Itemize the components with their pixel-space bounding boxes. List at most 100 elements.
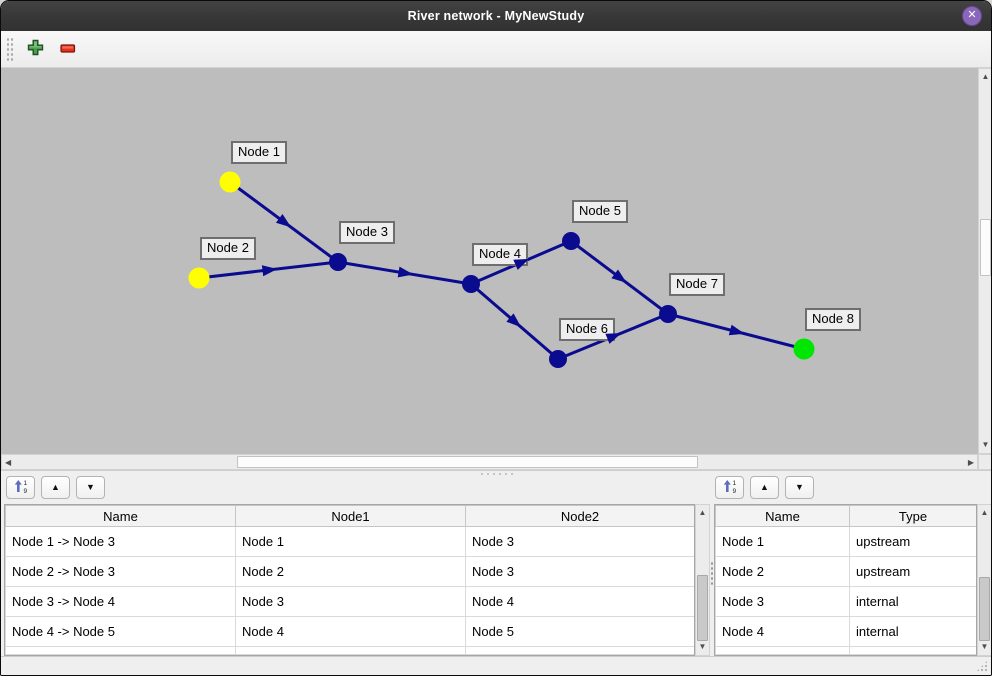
edge-arrowhead-icon — [275, 214, 292, 228]
sort-ascending-icon: 1 9 — [722, 478, 738, 497]
table-row-partial — [715, 646, 976, 655]
scroll-down-icon[interactable]: ▼ — [981, 440, 990, 449]
node-label: Node 1 — [231, 141, 287, 164]
scrollbar-thumb[interactable] — [237, 456, 698, 468]
branches-sort-button[interactable]: 1 9 — [6, 476, 35, 499]
edge-arrowhead-icon — [611, 269, 627, 283]
toolbar-drag-handle[interactable] — [6, 36, 14, 62]
network-node[interactable] — [549, 350, 567, 368]
plus-icon — [27, 39, 44, 59]
canvas-vscrollbar[interactable]: ▲ ▼ — [978, 68, 991, 454]
column-header[interactable]: Node1 — [235, 505, 466, 527]
svg-text:1: 1 — [23, 480, 27, 487]
column-header[interactable]: Name — [715, 505, 850, 527]
nodes-move-down-button[interactable]: ▼ — [785, 476, 814, 499]
up-triangle-icon: ▲ — [760, 482, 769, 492]
nodes-sort-button[interactable]: 1 9 — [715, 476, 744, 499]
close-icon: ✕ — [967, 9, 977, 21]
scrollbar-thumb[interactable] — [980, 219, 991, 276]
table-row-partial — [5, 646, 694, 655]
edge-arrowhead-icon — [397, 266, 414, 278]
minus-icon — [60, 42, 76, 57]
column-header[interactable]: Type — [849, 505, 976, 527]
edge-arrowhead-icon — [506, 313, 522, 328]
network-node[interactable] — [659, 305, 677, 323]
nodes-toolbar: 1 9 ▲ ▼ — [715, 476, 814, 499]
table-cell — [235, 646, 466, 655]
up-triangle-icon: ▲ — [51, 482, 60, 492]
scroll-down-icon[interactable]: ▼ — [698, 642, 707, 651]
titlebar: River network - MyNewStudy ✕ — [1, 1, 991, 32]
table-cell: Node 3 — [465, 556, 694, 587]
scroll-right-icon[interactable]: ▶ — [967, 458, 974, 467]
add-branch-button[interactable] — [22, 36, 48, 62]
edge-arrowhead-icon — [728, 324, 745, 336]
scroll-up-icon[interactable]: ▲ — [698, 508, 707, 517]
edge-arrowhead-icon — [261, 265, 278, 277]
table-cell: upstream — [849, 556, 976, 587]
table-cell: Node 3 — [235, 586, 466, 617]
table-cell: Node 5 — [465, 616, 694, 647]
network-node[interactable] — [219, 171, 241, 193]
resize-grip-icon[interactable] — [976, 660, 988, 672]
scroll-left-icon[interactable]: ◀ — [5, 458, 12, 467]
network-node[interactable] — [462, 275, 480, 293]
nodes-table-vscrollbar[interactable]: ▲ ▼ — [977, 504, 991, 656]
node-label: Node 5 — [572, 200, 628, 223]
node-label: Node 2 — [200, 237, 256, 260]
remove-branch-button[interactable] — [55, 36, 81, 62]
down-triangle-icon: ▼ — [86, 482, 95, 492]
network-node[interactable] — [562, 232, 580, 250]
node-label: Node 7 — [669, 273, 725, 296]
splitter-handle-icon — [479, 472, 513, 475]
table-cell — [715, 646, 850, 655]
scroll-up-icon[interactable]: ▲ — [980, 508, 989, 517]
toolbar — [1, 31, 991, 68]
nodes-move-up-button[interactable]: ▲ — [750, 476, 779, 499]
canvas-hscrollbar[interactable]: ◀ ▶ — [1, 454, 978, 470]
table-cell — [465, 646, 694, 655]
network-arrows-layer — [261, 214, 745, 344]
horizontal-splitter[interactable] — [1, 470, 991, 476]
table-cell: Node 3 -> Node 4 — [5, 586, 236, 617]
edge-arrowhead-icon — [513, 258, 530, 270]
table-cell: Node 1 — [235, 526, 466, 557]
scroll-down-icon[interactable]: ▼ — [980, 642, 989, 651]
network-node[interactable] — [188, 267, 210, 289]
column-header[interactable]: Node2 — [465, 505, 694, 527]
branches-move-up-button[interactable]: ▲ — [41, 476, 70, 499]
close-button[interactable]: ✕ — [962, 6, 982, 26]
column-header[interactable]: Name — [5, 505, 236, 527]
table-cell: Node 2 — [235, 556, 466, 587]
scrollbar-thumb[interactable] — [979, 577, 990, 641]
svg-text:1: 1 — [732, 480, 736, 487]
branches-table-vscrollbar[interactable]: ▲ ▼ — [695, 504, 710, 656]
table-cell: Node 3 — [715, 586, 850, 617]
branches-move-down-button[interactable]: ▼ — [76, 476, 105, 499]
table-cell: Node 4 — [465, 586, 694, 617]
network-node[interactable] — [329, 253, 347, 271]
scroll-up-icon[interactable]: ▲ — [981, 72, 990, 81]
node-label: Node 8 — [805, 308, 861, 331]
table-cell — [849, 646, 976, 655]
table-cell: internal — [849, 616, 976, 647]
vertical-splitter[interactable] — [710, 561, 714, 587]
scrollbar-thumb[interactable] — [697, 575, 708, 641]
table-cell: Node 2 — [715, 556, 850, 587]
branches-toolbar: 1 9 ▲ ▼ — [6, 476, 105, 499]
network-node[interactable] — [793, 338, 815, 360]
svg-text:9: 9 — [732, 488, 736, 494]
table-cell: Node 4 -> Node 5 — [5, 616, 236, 647]
